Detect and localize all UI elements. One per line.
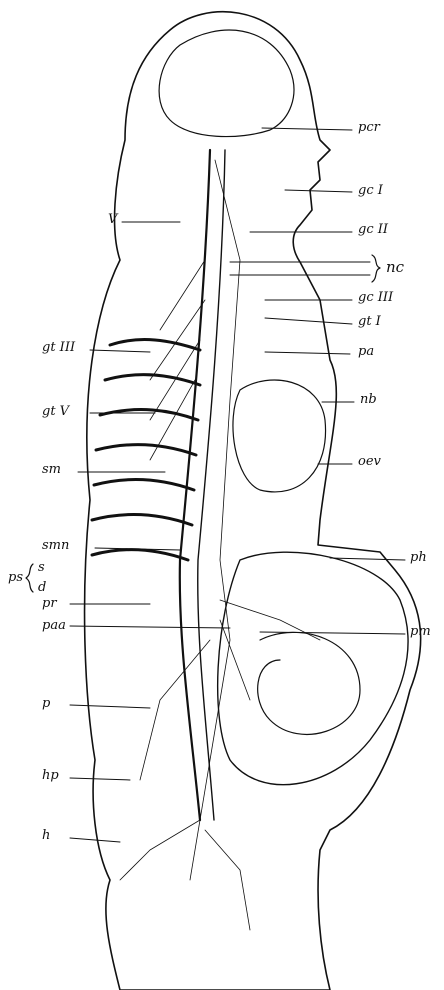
label-pa: pa: [358, 344, 375, 359]
label-pm: pm: [410, 624, 431, 639]
label-gt1: gt I: [358, 314, 381, 329]
nc-brace: [371, 254, 381, 283]
label-h: h: [42, 828, 51, 843]
label-pcr: pcr: [358, 120, 380, 135]
label-s: s: [38, 560, 45, 575]
stomach-outline: [216, 551, 409, 786]
label-d: d: [38, 580, 47, 595]
label-nb: nb: [360, 392, 377, 407]
leader-lines: [69, 127, 406, 843]
label-ps: ps: [8, 570, 23, 585]
label-nc: nc: [386, 258, 405, 276]
label-gc1: gc I: [358, 183, 383, 198]
label-pr: pr: [42, 596, 57, 611]
spine-line: [178, 148, 212, 822]
label-ph: ph: [410, 550, 427, 565]
ps-brace: [25, 563, 34, 593]
label-p: p: [42, 696, 51, 711]
label-oev: oev: [358, 454, 381, 469]
label-gt5: gt V: [42, 404, 70, 419]
label-paa: paa: [42, 618, 66, 633]
body-outline: [83, 11, 422, 990]
label-gc2: gc II: [358, 222, 389, 237]
skull-interior: [158, 29, 295, 138]
heart-outline: [232, 379, 327, 493]
label-gt3: gt III: [42, 340, 76, 355]
label-smn: smn: [42, 538, 70, 553]
label-gc3: gc III: [358, 290, 394, 305]
nerve-lines: [119, 159, 321, 931]
label-v: V: [108, 212, 118, 227]
intestine-coil: [257, 631, 361, 735]
label-hp: hp: [42, 768, 59, 783]
ribs: [90, 338, 202, 562]
spine-line-2: [197, 149, 226, 821]
label-sm: sm: [42, 462, 61, 477]
